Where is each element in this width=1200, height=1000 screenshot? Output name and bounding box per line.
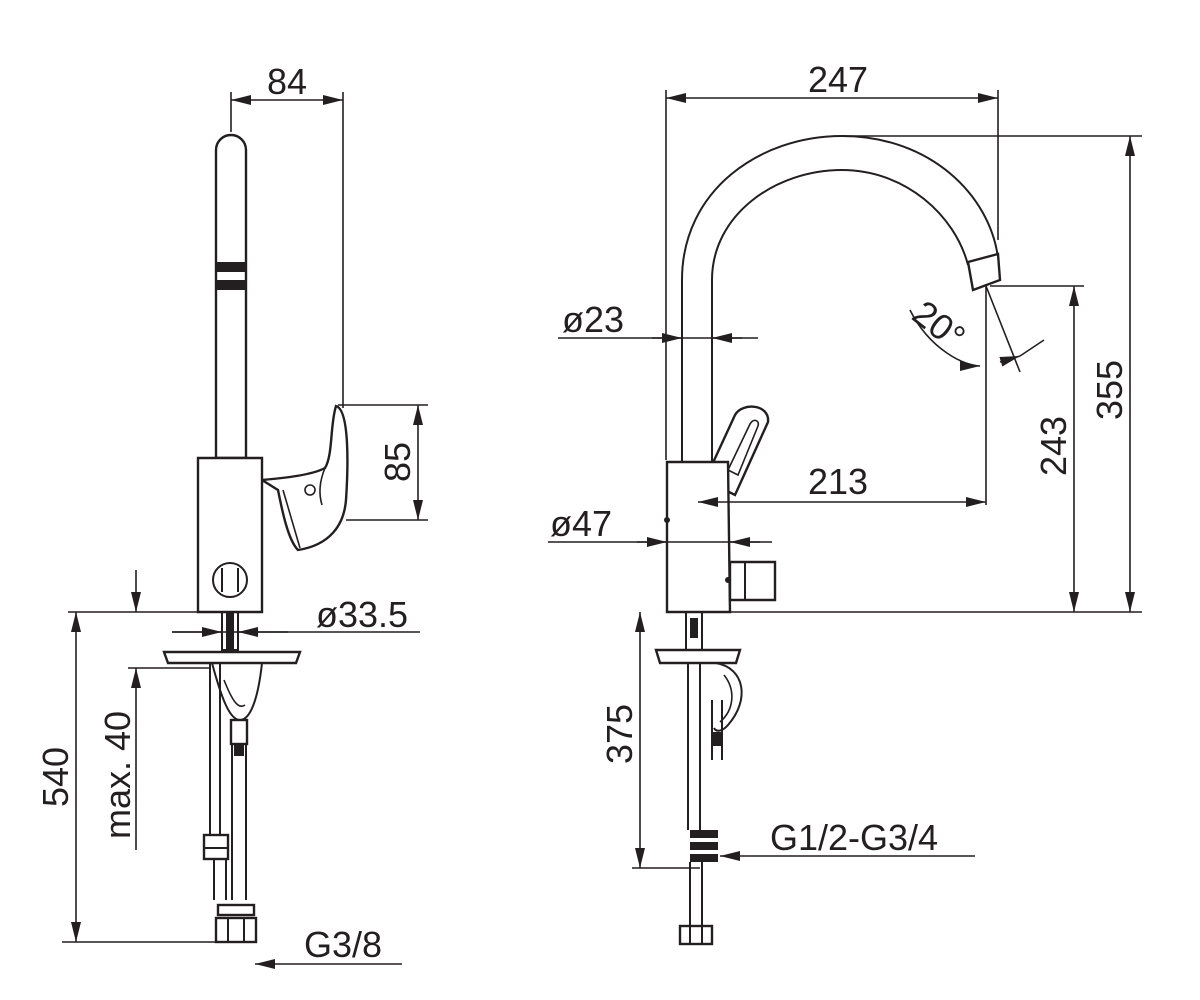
label-side-hose-thread: G3/8 [304,924,382,965]
dim-reach: 247 [665,59,999,460]
label-side-hose-length: 540 [35,747,76,807]
label-outlet-reach: 213 [808,461,868,502]
dim-spout-diameter: ø23 [558,299,758,343]
label-deck-thickness: max. 40 [97,711,138,839]
label-total-height: 355 [1089,360,1130,420]
side-hoses [202,663,258,944]
dim-side-hose-length: 540 [35,612,220,943]
dim-front-body-diameter: ø47 [548,503,772,547]
side-view: 84 85 ø33.5 max. 40 540 [35,61,428,969]
label-front-hose-thread: G1/2-G3/4 [770,817,938,858]
label-front-hose-length: 375 [599,704,640,764]
side-lever [258,404,349,552]
dim-outlet-reach: 213 [698,461,986,507]
dim-front-hose-length: 375 [599,612,700,869]
side-body [196,456,264,614]
label-reach: 247 [808,59,868,100]
label-front-body-diameter: ø47 [550,503,612,544]
dim-front-hose-thread: G1/2-G3/4 [720,817,975,861]
side-mount [162,611,302,722]
dim-side-body-diameter: ø33.5 [172,594,420,637]
side-spout [214,133,248,460]
dim-outlet-height: 243 [990,285,1084,612]
dim-deck-thickness: max. 40 [68,570,222,850]
front-mount [654,611,743,732]
dim-side-hose-thread: G3/8 [255,924,402,969]
label-side-body-diameter: ø33.5 [316,594,408,635]
front-body [664,460,777,614]
label-spout-offset: 84 [267,61,307,102]
dim-total-height: 355 [730,135,1142,613]
dim-lever-height: 85 [338,404,428,521]
front-spout [681,134,1002,462]
label-spout-angle: 20° [905,292,973,358]
label-outlet-height: 243 [1033,416,1074,476]
front-hoses [678,663,723,946]
front-view: 247 355 243 20° 213 [548,59,1142,946]
label-lever-height: 85 [377,442,418,482]
dim-spout-offset: 84 [230,61,344,408]
label-spout-diameter: ø23 [562,299,624,340]
dim-spout-angle: 20° [905,285,1045,505]
